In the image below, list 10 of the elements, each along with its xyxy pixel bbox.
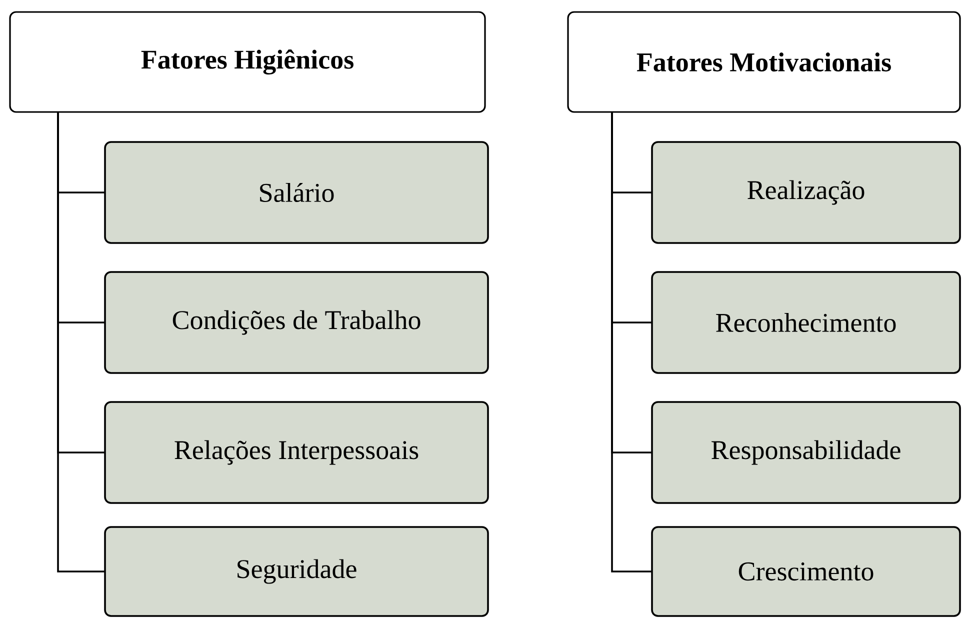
factor-box: Reconhecimento: [651, 271, 961, 374]
factor-box: Seguridade: [104, 526, 489, 617]
factor-box: Salário: [104, 141, 489, 244]
factor-box: Responsabilidade: [651, 401, 961, 504]
factor-box: Crescimento: [651, 526, 961, 617]
factor-box: Condições de Trabalho: [104, 271, 489, 374]
header-box: Fatores Higiênicos: [9, 11, 486, 113]
header-box: Fatores Motivacionais: [567, 11, 961, 113]
factor-box: Realização: [651, 141, 961, 244]
factor-box: Relações Interpessoais: [104, 401, 489, 504]
